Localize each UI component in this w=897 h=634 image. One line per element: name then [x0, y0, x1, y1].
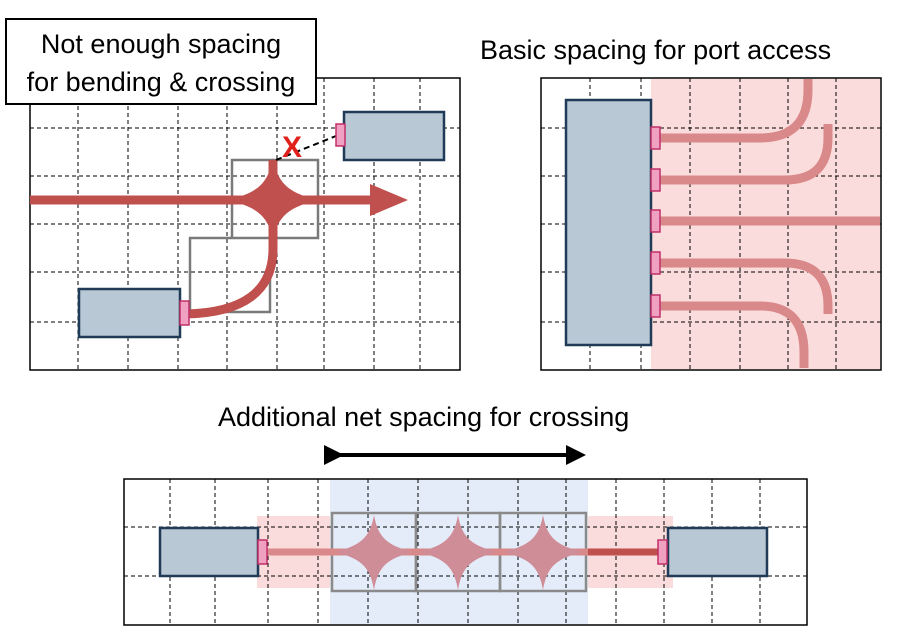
module-top-right [342, 110, 446, 162]
fanout-net-5 [660, 301, 809, 368]
module-right [666, 526, 769, 578]
port-left [257, 539, 268, 565]
additional-spacing-title: Additional net spacing for crossing [218, 402, 630, 432]
port-4 [650, 251, 661, 275]
panel-not-enough-spacing: X [29, 77, 461, 371]
module-large-ports [650, 126, 661, 318]
insufficient-cell-outline [188, 158, 320, 314]
blocked-connection [275, 135, 337, 161]
crossing-blob-2 [418, 515, 498, 590]
port-bottom-left [179, 300, 190, 326]
warning-line-1: Not enough spacing [40, 29, 282, 59]
crossing-blob-1 [334, 515, 414, 590]
port-2 [650, 168, 661, 192]
port-1 [650, 126, 661, 150]
panel-additional-spacing [123, 445, 808, 626]
fanout-net-4 [660, 258, 833, 314]
fail-x-mark: X [282, 131, 302, 164]
fanout-net-2 [660, 124, 833, 185]
port-right [657, 539, 668, 565]
port-5 [650, 294, 661, 318]
bending-net [185, 160, 278, 319]
port-3 [650, 209, 661, 233]
module-large [564, 98, 653, 347]
crossing-blobs [334, 515, 584, 590]
fanout-nets [660, 79, 880, 368]
crossing-blob [228, 158, 318, 240]
fanout-net-1 [660, 79, 813, 143]
crossing-blob-3 [502, 515, 584, 590]
basic-spacing-title: Basic spacing for port access [480, 35, 832, 65]
port-top-right [335, 123, 346, 147]
panel-basic-spacing [540, 77, 882, 371]
warning-callout: Not enough spacing for bending & crossin… [5, 18, 317, 105]
warning-line-2: for bending & crossing [26, 67, 296, 97]
module-left [158, 526, 260, 578]
net-arrowhead [370, 184, 408, 216]
module-bottom-left [77, 287, 182, 339]
